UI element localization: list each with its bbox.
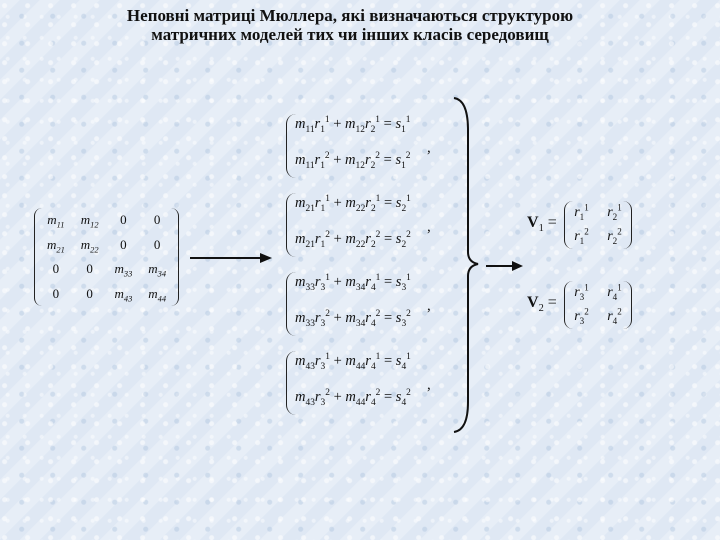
- matrix-cell: m11: [47, 212, 65, 230]
- vector-label: V1 =: [527, 214, 557, 235]
- title-line-1: Неповні матриці Мюллера, які визначаютьс…: [126, 6, 574, 25]
- matrix-cell: 0: [120, 236, 127, 252]
- equation: m33r32 + m34r42 = s32: [295, 309, 411, 329]
- comma: ,: [427, 377, 431, 393]
- matrix-cell: 0: [86, 261, 93, 277]
- vector-matrix-2: r31 r41 r32 r42: [564, 281, 632, 329]
- matrix-cell: 0: [153, 212, 161, 228]
- vector-cell: r22: [607, 226, 622, 246]
- arrow-right-icon: [486, 261, 523, 271]
- equation-system-3: m33r31 + m34r41 = s31 m33r32 + m34r42 = …: [286, 272, 437, 336]
- arrow-right-icon: [190, 253, 272, 263]
- vector-cell: r32: [574, 306, 589, 326]
- right-brace: [453, 97, 479, 433]
- equation-system-1: m11r11 + m12r21 = s11 m11r12 + m12r22 = …: [286, 114, 437, 178]
- matrix-cell: m21: [46, 236, 65, 255]
- vector-cell: r21: [607, 202, 622, 222]
- matrix-cell: m33: [114, 261, 133, 279]
- equation-system-2: m21r11 + m22r21 = s21 m21r12 + m22r22 = …: [286, 193, 437, 257]
- matrix-cell: 0: [86, 285, 93, 301]
- matrix-cell: m22: [80, 236, 99, 255]
- comma: ,: [427, 140, 431, 156]
- title-line-2: матричних моделей тих чи інших класів се…: [151, 25, 549, 44]
- vector-cell: r42: [607, 306, 622, 326]
- matrix-cell: m44: [148, 285, 167, 304]
- vector-label: V2 =: [527, 294, 557, 315]
- equation: m43r31 + m44r41 = s41: [295, 352, 411, 372]
- comma: ,: [427, 219, 431, 235]
- equation-system-4: m43r31 + m44r41 = s41 m43r32 + m44r42 = …: [286, 351, 437, 415]
- matrix-cell: 0: [52, 285, 60, 301]
- matrix-cell: m43: [114, 285, 133, 304]
- equation: m21r11 + m22r21 = s21: [295, 194, 411, 214]
- vector-cell: r31: [574, 282, 589, 302]
- matrix-cell: m12: [80, 212, 99, 230]
- equation: m33r31 + m34r41 = s31: [295, 273, 411, 293]
- comma: ,: [427, 298, 431, 314]
- equation: m43r32 + m44r42 = s42: [295, 388, 411, 408]
- equation: m21r12 + m22r22 = s22: [295, 230, 411, 250]
- equation: m11r11 + m12r21 = s11: [295, 115, 411, 135]
- vector-matrix-1: r11 r21 r12 r22: [564, 201, 632, 249]
- page-title: Неповні матриці Мюллера, які визначаютьс…: [0, 6, 700, 44]
- vector-cell: r12: [574, 226, 589, 246]
- vector-cell: r41: [607, 282, 622, 302]
- matrix-cell: 0: [52, 261, 60, 277]
- matrix-cell: 0: [120, 212, 127, 228]
- mueller-matrix: m11 m12 0 0 m21 m22 0 0 0 0 m33 m34 0 0 …: [34, 208, 179, 306]
- equation: m11r12 + m12r22 = s12: [295, 151, 411, 171]
- vector-cell: r11: [574, 202, 589, 222]
- matrix-cell: m34: [148, 261, 167, 279]
- matrix-cell: 0: [153, 236, 161, 252]
